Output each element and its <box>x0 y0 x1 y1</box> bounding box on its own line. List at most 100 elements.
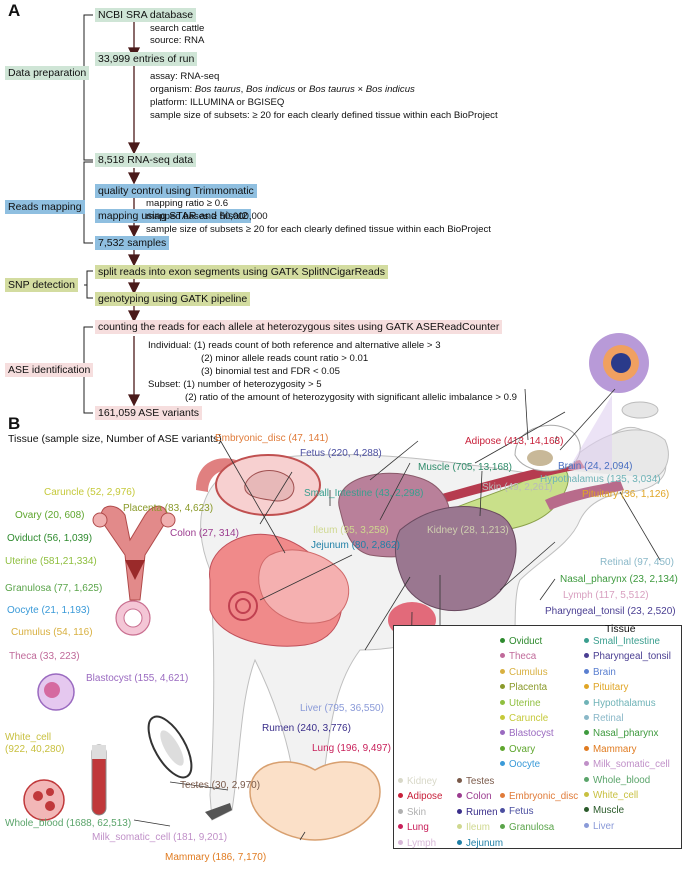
legend-label: Oviduct <box>509 636 543 647</box>
legend-item-muscle: Muscle <box>584 805 624 816</box>
legend-label: Fetus <box>509 806 534 818</box>
label-jejunum: Jejunum (80, 2,862) <box>311 540 400 551</box>
label-oviduct: Oviduct (56, 1,039) <box>7 533 93 544</box>
legend-item-blastocyst: Blastocyst <box>500 728 554 739</box>
note-search-cattle: search cattle <box>150 23 205 34</box>
legend-dot <box>500 668 505 674</box>
legend-label: Blastocyst <box>509 728 554 740</box>
legend-item-milk-somatic-cell: Milk_somatic_cell <box>584 759 670 770</box>
legend-dot <box>584 730 589 736</box>
label-pharyngeal-tonsil: Pharyngeal_tonsil (23, 2,520) <box>545 606 676 617</box>
legend-label: Ovary <box>509 743 536 755</box>
step-rnaseq: 8,518 RNA-seq data <box>95 153 197 167</box>
legend-dot <box>398 824 403 830</box>
legend-item-embryonic-disc: Embryonic_disc <box>500 791 578 802</box>
legend-item-kidney: Kidney <box>398 776 437 787</box>
note-platform: platform: ILLUMINA or BGISEQ <box>150 97 285 108</box>
label-uterine: Uterine (581,21,334) <box>5 556 97 567</box>
legend-label: Jejunum <box>466 837 504 849</box>
legend-label: Nasal_pharynx <box>593 728 659 740</box>
label-fetus: Fetus (220, 4,288) <box>300 448 382 459</box>
stage-data-preparation: Data preparation <box>5 66 90 80</box>
step-ncbi: NCBI SRA database <box>95 8 197 22</box>
legend-dot <box>457 808 462 814</box>
label-liver: Liver (795, 36,550) <box>300 703 384 714</box>
legend-label: Embryonic_disc <box>509 791 579 802</box>
note-individual-3: (3) binomial test and FDR < 0.05 <box>201 366 340 377</box>
legend-dot <box>500 715 505 720</box>
legend-item-fetus: Fetus <box>500 806 534 817</box>
legend-item-whole-blood: Whole_blood <box>584 775 650 786</box>
label-pituitary: Pituitary (36, 1,126) <box>582 489 670 500</box>
label-ovary: Ovary (20, 608) <box>15 510 85 521</box>
note-mapped-bases: mapped bases ≥ 50,000,000 <box>146 211 268 222</box>
label-cumulus: Cumulus (54, 116) <box>11 627 93 638</box>
legend-item-nasal-pharynx: Nasal_pharynx <box>584 728 658 739</box>
legend-label: Placenta <box>509 682 548 694</box>
label-mammary: Mammary (186, 7,170) <box>165 852 267 863</box>
legend-item-oocyte: Oocyte <box>500 759 540 770</box>
legend-title: Tissue <box>605 623 636 635</box>
step-counting: counting the reads for each allele at he… <box>95 320 503 334</box>
legend-item-jejunum: Jejunum <box>457 838 503 849</box>
legend-label: Lung <box>407 822 429 834</box>
legend-item-granulosa: Granulosa <box>500 822 554 833</box>
legend-label: Testes <box>466 776 495 787</box>
legend-dot <box>584 715 589 720</box>
blastocyst-drawing <box>37 673 75 711</box>
label-kidney: Kidney (28, 1,213) <box>427 525 509 536</box>
legend-dot <box>398 839 403 845</box>
legend-dot <box>584 699 589 705</box>
legend-item-white-cell: White_cell <box>584 790 638 801</box>
note-subset-1: Subset: (1) number of heterozygosity > 5 <box>148 379 322 390</box>
label-blastocyst: Blastocyst (155, 4,621) <box>86 673 189 684</box>
legend-label: White_cell <box>593 790 639 801</box>
label-whole-blood: Whole_blood (1688, 62,513) <box>5 818 132 829</box>
step-variants: 161,059 ASE variants <box>95 406 202 420</box>
legend-dot <box>584 776 589 782</box>
legend-label: Brain <box>593 666 616 678</box>
panel-b-letter: B <box>8 414 21 433</box>
legend-item-oviduct: Oviduct <box>500 636 542 647</box>
legend-item-brain: Brain <box>584 667 616 678</box>
legend-dot <box>500 684 505 690</box>
legend-dot <box>500 653 505 659</box>
legend-dot <box>584 684 589 690</box>
stage-reads-mapping: Reads mapping <box>5 200 85 214</box>
testes-drawing <box>147 715 193 779</box>
label-rumen: Rumen (240, 3,776) <box>262 723 351 734</box>
label-white-cell: White_cell <box>5 732 52 743</box>
legend-item-pituitary: Pituitary <box>584 682 628 693</box>
legend-label: Uterine <box>509 697 541 709</box>
label-lymph: Lymph (117, 5,512) <box>563 590 649 601</box>
legend-dot <box>584 807 589 813</box>
label-placenta: Placenta (83, 4,623) <box>123 503 214 514</box>
legend-label: Skin <box>407 806 427 818</box>
label-retinal: Retinal (97, 450) <box>600 557 674 568</box>
legend-label: Whole_blood <box>593 774 651 786</box>
legend-label: Adipose <box>407 791 443 803</box>
legend-item-lymph: Lymph <box>398 838 436 849</box>
note-subset-size-2: sample size of subsets ≥ 20 for each cle… <box>146 224 491 235</box>
legend-item-caruncle: Caruncle <box>500 713 548 724</box>
step-entries: 33,999 entries of run <box>95 52 198 66</box>
note-mapping-ratio-line: mapping ratio ≥ 0.6 <box>146 198 229 209</box>
note-subset-size-1: sample size of subsets: ≥ 20 for each cl… <box>150 110 498 121</box>
label-oocyte: Oocyte (21, 1,193) <box>7 605 90 616</box>
fetus-drawing <box>196 454 321 516</box>
mammary-drawing <box>249 761 381 841</box>
legend-dot <box>500 793 505 798</box>
legend-item-ovary: Ovary <box>500 744 535 755</box>
legend-dot <box>500 638 505 643</box>
legend-label: Kidney <box>407 776 437 787</box>
legend-item-theca: Theca <box>500 651 536 662</box>
legend-dot <box>500 823 505 829</box>
label-ileum: Ileum (95, 3,258) <box>313 525 389 536</box>
oocyte-drawing <box>115 600 151 636</box>
legend-dot <box>584 638 589 643</box>
label-testes: Testes (30, 2,970) <box>180 780 261 791</box>
step-qc: quality control using Trimmomatic <box>95 184 257 198</box>
legend-dot <box>500 699 505 705</box>
